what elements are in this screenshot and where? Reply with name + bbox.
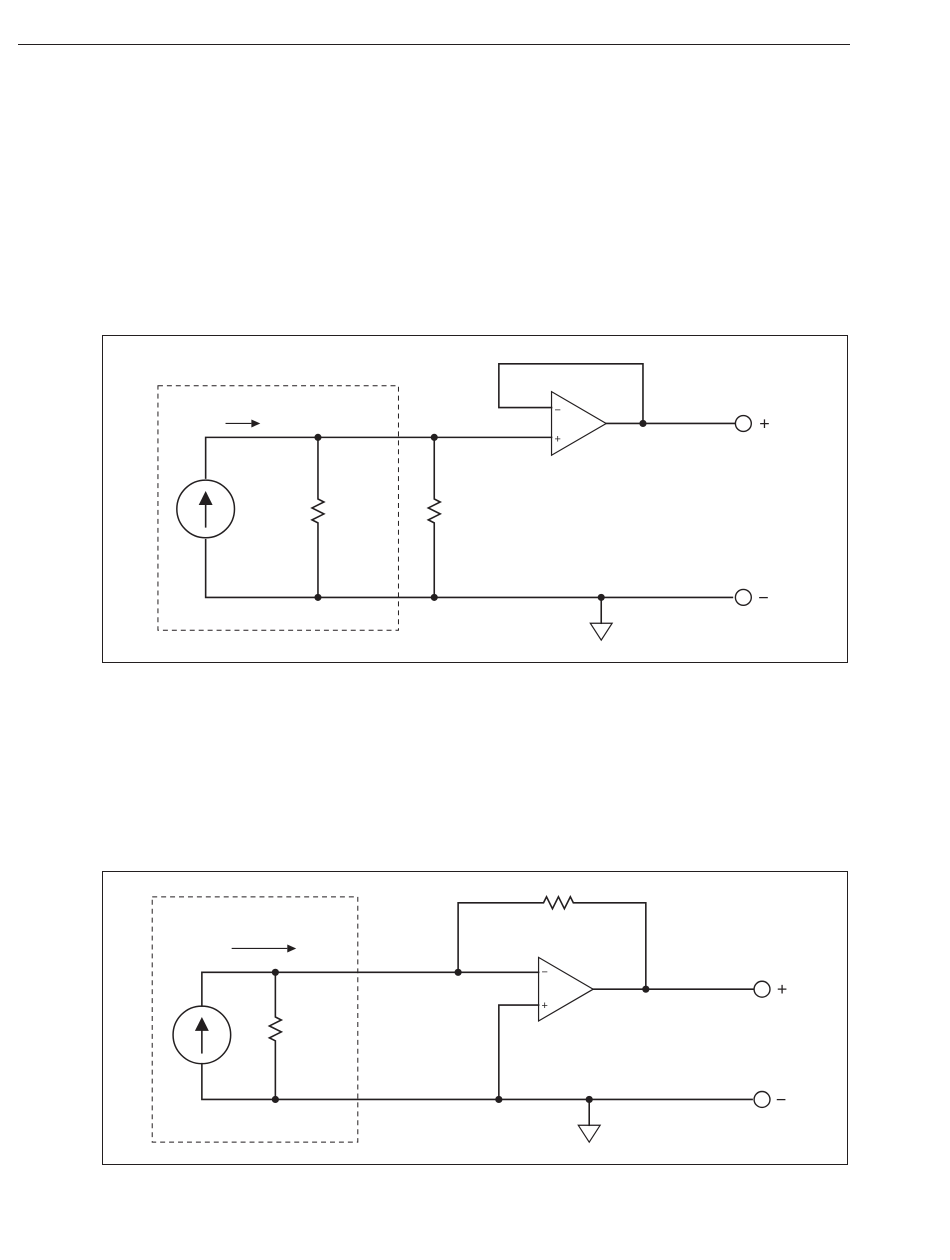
ground-icon	[578, 1099, 600, 1142]
current-source-icon	[173, 1006, 231, 1064]
figure-transimpedance: − + + −	[102, 871, 848, 1165]
source-resistor	[269, 972, 281, 1099]
junction-node	[639, 420, 646, 427]
junction-node	[586, 1096, 593, 1103]
source-top-wire	[206, 437, 318, 478]
source-enclosure	[158, 386, 399, 631]
junction-node	[314, 434, 321, 441]
noninverting-input-label: +	[555, 433, 561, 445]
junction-node	[314, 594, 321, 601]
source-resistor	[312, 437, 324, 597]
negative-terminal-label: −	[758, 587, 768, 607]
ground-icon	[590, 597, 612, 640]
source-enclosure	[152, 897, 358, 1142]
current-source-icon	[177, 480, 235, 538]
positive-terminal	[735, 416, 751, 432]
noninverting-input-wire	[499, 1005, 539, 1099]
feedback-wire	[499, 364, 643, 424]
junction-node	[272, 1096, 279, 1103]
current-direction-arrow	[226, 419, 261, 427]
op-amp: − +	[552, 392, 607, 456]
current-direction-arrow	[232, 945, 297, 953]
source-bottom-wire	[206, 540, 318, 598]
inverting-input-label: −	[555, 405, 561, 417]
negative-terminal-label: −	[776, 1089, 786, 1109]
junction-node	[431, 594, 438, 601]
positive-terminal-label: +	[759, 413, 769, 433]
load-resistor	[428, 437, 440, 597]
source-bottom-wire	[202, 1064, 275, 1100]
source-top-wire	[202, 972, 275, 1006]
page-header-rule	[18, 44, 850, 45]
op-amp: − +	[539, 957, 594, 1021]
negative-terminal	[735, 589, 751, 605]
positive-terminal	[754, 981, 770, 997]
transimpedance-schematic: − + + −	[103, 872, 847, 1164]
noninverting-input-label: +	[542, 1000, 548, 1012]
voltage-follower-schematic: − + + −	[103, 336, 847, 662]
positive-terminal-label: +	[777, 979, 787, 999]
junction-node	[598, 594, 605, 601]
feedback-resistor	[458, 897, 646, 990]
junction-node	[642, 986, 649, 993]
junction-node	[455, 969, 462, 976]
figure-voltage-follower: − + + −	[102, 335, 848, 663]
negative-terminal	[754, 1091, 770, 1107]
junction-node	[272, 969, 279, 976]
junction-node	[431, 434, 438, 441]
inverting-input-label: −	[542, 966, 548, 978]
junction-node	[495, 1096, 502, 1103]
